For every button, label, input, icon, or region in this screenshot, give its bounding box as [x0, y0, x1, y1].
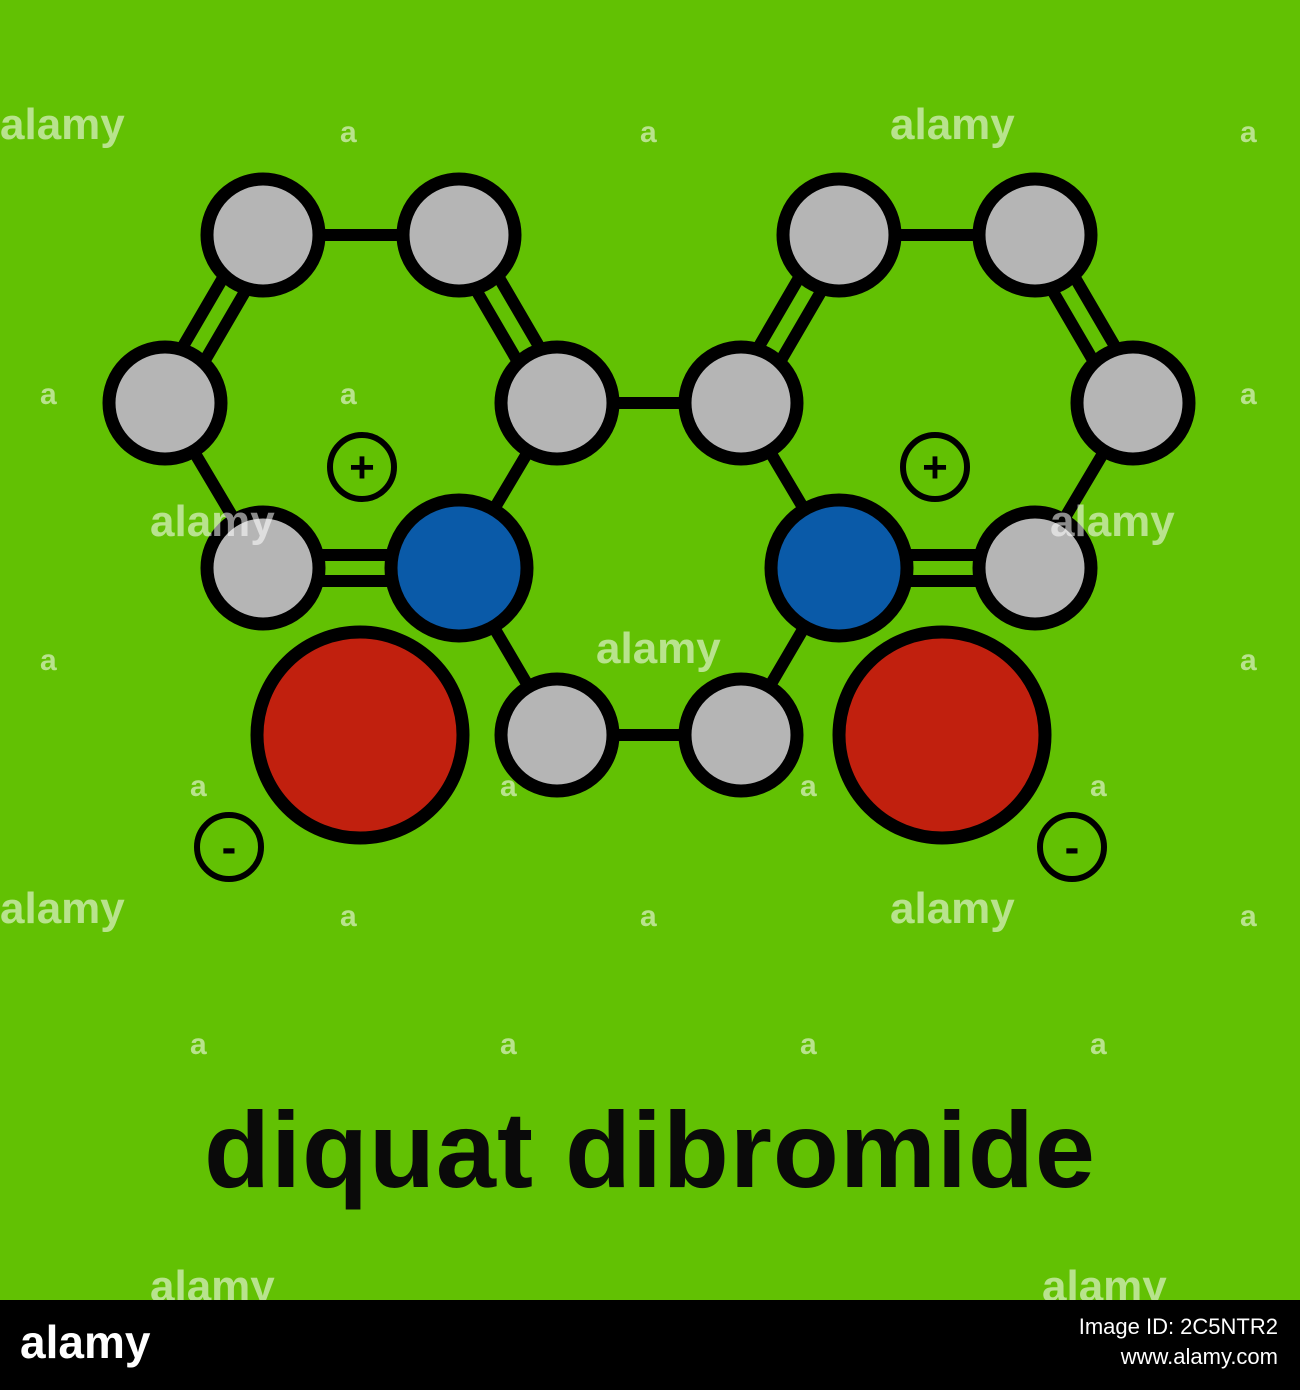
positive-charge-2: + [900, 432, 970, 502]
nitrogen-atom-n1 [384, 493, 534, 643]
carbon-atom-c9 [678, 340, 804, 466]
diagram-canvas: + + - - alamy a a alamy a a a a alamy alamy… [0, 100, 1257, 1311]
charge-ring [900, 432, 970, 502]
footer-info: Image ID: 2C5NTR2 www.alamy.com [1079, 1312, 1278, 1372]
positive-charge-1: + [327, 432, 397, 502]
carbon-atom-c12 [678, 672, 804, 798]
carbon-atom-c10 [1070, 340, 1196, 466]
charge-ring [194, 812, 264, 882]
watermark-19: a [340, 900, 357, 933]
charge-ring [327, 432, 397, 502]
nitrogen-atom-n2 [764, 493, 914, 643]
watermark-1: alamy [0, 100, 125, 149]
carbon-atom-c4 [494, 340, 620, 466]
watermark-7: a [340, 378, 357, 411]
watermark-3: a [640, 116, 657, 149]
image-id: Image ID: 2C5NTR2 [1078, 1314, 1278, 1339]
watermark-5: a [1240, 116, 1257, 149]
molecule-diagram: + + - - [102, 172, 1196, 882]
watermark-10: alamy [1050, 497, 1175, 546]
watermark-11: alamy [596, 624, 721, 673]
minus-sign: - [222, 823, 237, 872]
watermark-26: a [1090, 1028, 1107, 1061]
footer-bar: alamy Image ID: 2C5NTR2 www.alamy.com [0, 1300, 1300, 1390]
carbon-atom-c1 [200, 172, 326, 298]
atoms [102, 172, 1196, 845]
watermark-25: a [800, 1028, 817, 1061]
watermark-14: a [190, 770, 207, 803]
plus-sign: + [349, 443, 375, 492]
watermark-4: alamy [890, 100, 1015, 149]
watermark-15: a [500, 770, 517, 803]
watermark-9: alamy [150, 497, 275, 546]
watermark-18: alamy [0, 884, 125, 933]
watermark-17: a [1090, 770, 1107, 803]
negative-charge-4: - [1037, 812, 1107, 882]
carbon-atom-c6 [494, 672, 620, 798]
watermark-16: a [800, 770, 817, 803]
charge-ring [1037, 812, 1107, 882]
carbon-atom-c7 [776, 172, 902, 298]
site-url: www.alamy.com [1120, 1344, 1278, 1369]
carbon-atom-c3 [102, 340, 228, 466]
compound-name: diquat dibromide [204, 1089, 1096, 1210]
minus-sign: - [1065, 823, 1080, 872]
watermark-24: a [500, 1028, 517, 1061]
watermark-2: a [340, 116, 357, 149]
bromine-atom-br1 [250, 625, 470, 845]
carbon-atom-c5 [200, 505, 326, 631]
negative-charge-3: - [194, 812, 264, 882]
footer-logo: alamy [20, 1316, 151, 1368]
watermark-20: a [640, 900, 657, 933]
watermark-8: a [1240, 378, 1257, 411]
watermark-6: a [40, 378, 57, 411]
bromine-atom-br2 [832, 625, 1052, 845]
watermark-13: a [1240, 644, 1257, 677]
watermark-22: a [1240, 900, 1257, 933]
watermark-21: alamy [890, 884, 1015, 933]
plus-sign: + [922, 443, 948, 492]
watermark-23: a [190, 1028, 207, 1061]
watermark-12: a [40, 644, 57, 677]
carbon-atom-c2 [396, 172, 522, 298]
carbon-atom-c8 [972, 172, 1098, 298]
carbon-atom-c11 [972, 505, 1098, 631]
